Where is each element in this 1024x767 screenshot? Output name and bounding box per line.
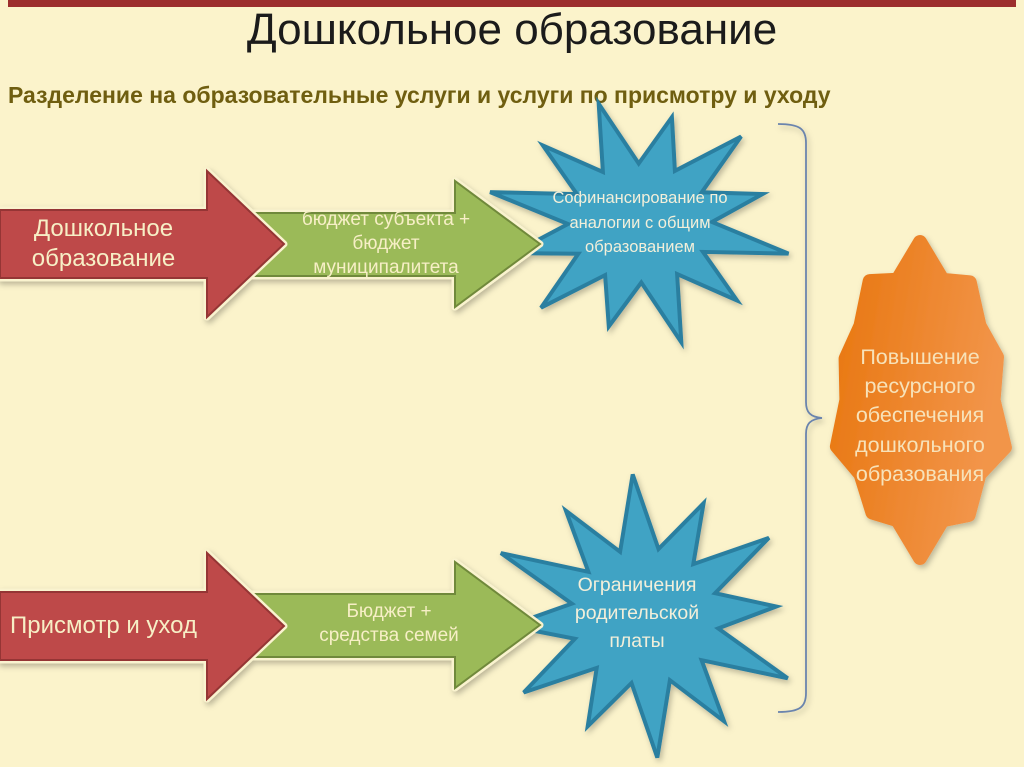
funding-arrow-top [252, 179, 542, 309]
source-arrow-top [0, 168, 286, 320]
outcome-shape [829, 235, 1012, 565]
top-accent-strip [8, 0, 1016, 7]
funding-arrow-bottom [252, 560, 542, 690]
slide-subtitle: Разделение на образовательные услуги и у… [8, 82, 831, 108]
source-arrow-bottom [0, 550, 286, 702]
slide-title: Дошкольное образование [246, 5, 778, 54]
starburst-cofinancing [489, 96, 790, 350]
starburst-parent-fee-limits [499, 473, 789, 759]
grouping-brace [777, 123, 823, 713]
